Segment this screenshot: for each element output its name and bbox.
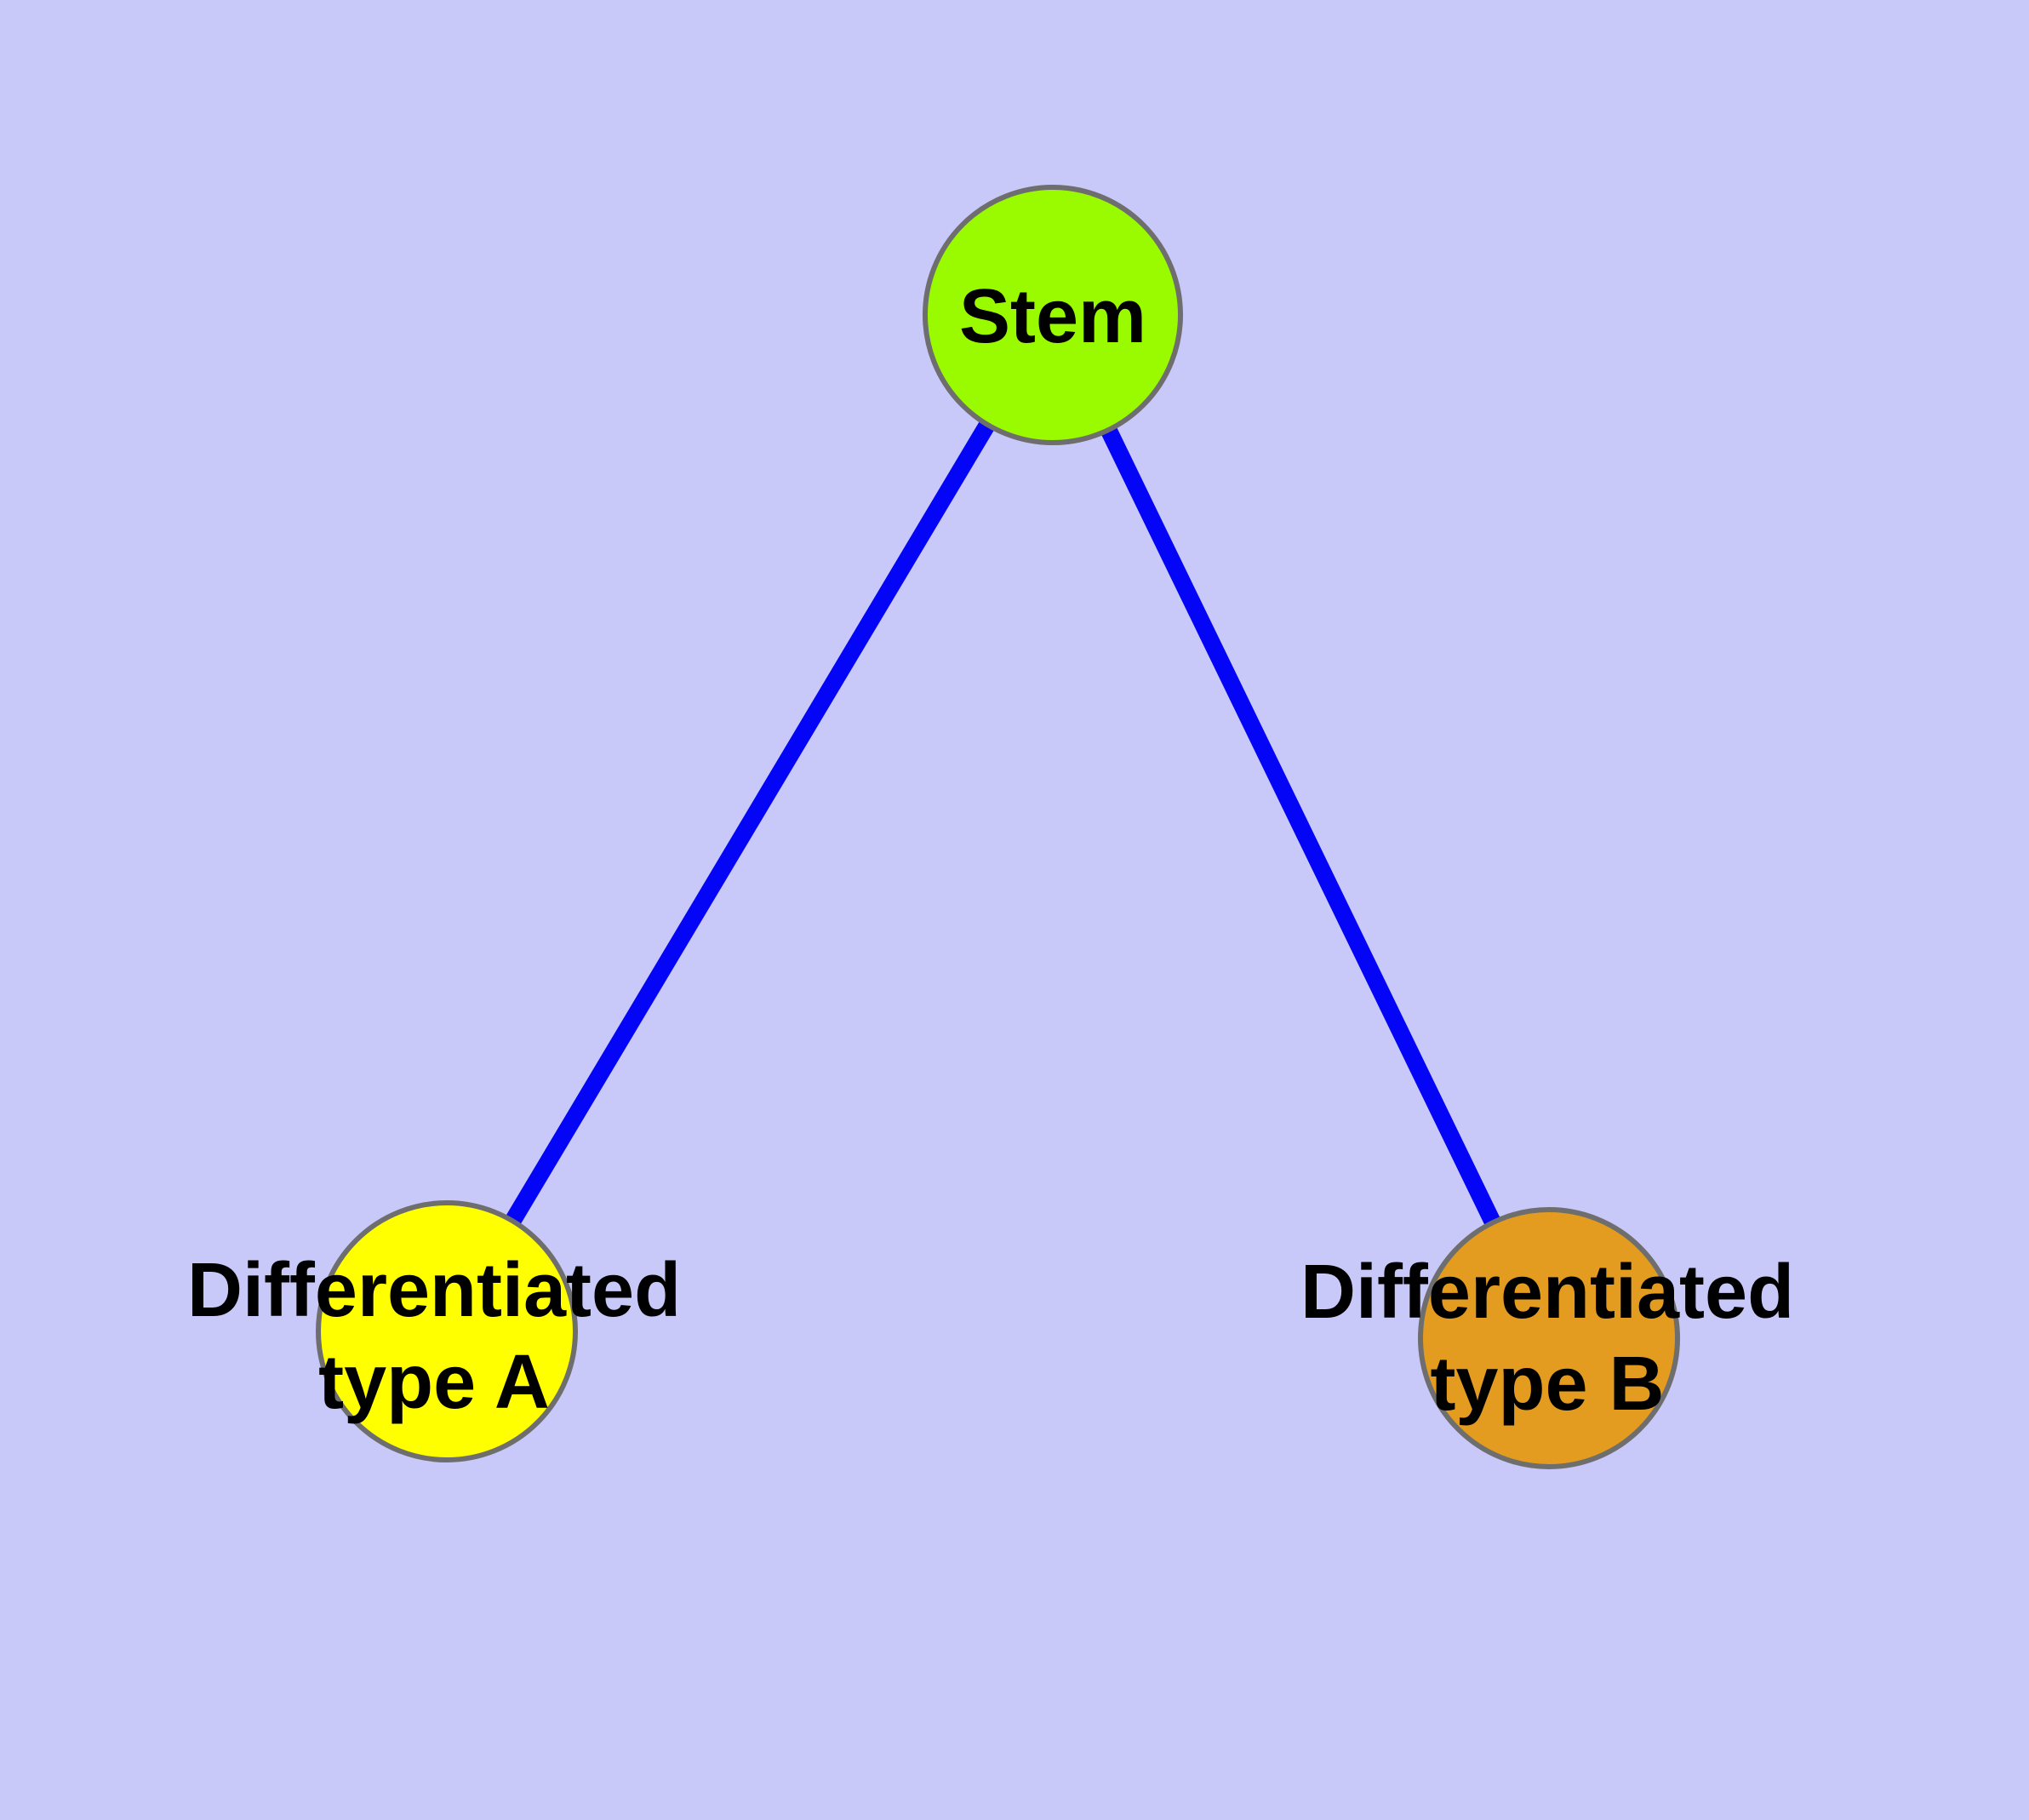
node-differentiated-type-b-circle[interactable] [1418,1207,1680,1469]
edge-stem-to-type-b [1045,311,1557,1342]
node-stem-circle[interactable] [923,185,1183,445]
edge-stem-to-type-a [439,310,1060,1336]
node-differentiated-type-a-circle[interactable] [316,1200,578,1462]
